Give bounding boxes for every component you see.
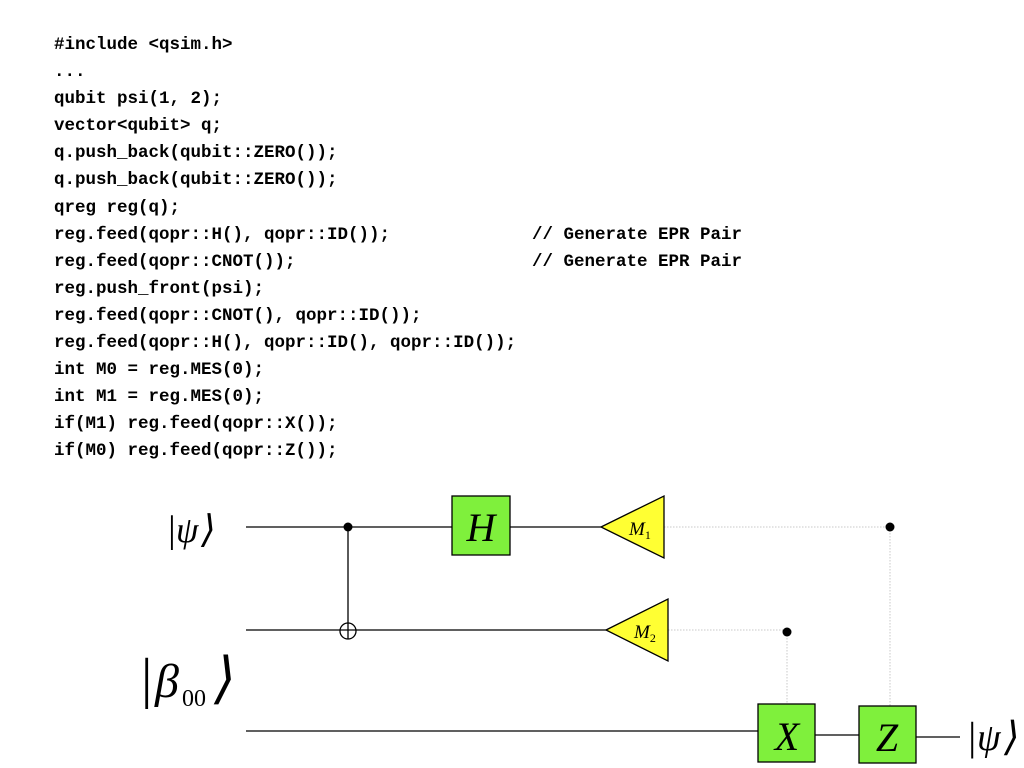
h-gate-box bbox=[451, 495, 511, 556]
meter-1-label: M1 bbox=[628, 519, 651, 542]
code-statement: if(M0) reg.feed(qopr::Z()); bbox=[54, 441, 338, 462]
output-psi-angle: ⟩ bbox=[1003, 714, 1020, 759]
code-statement: vector<qubit> q; bbox=[54, 116, 223, 137]
code-statement: q.push_back(qubit::ZERO()); bbox=[54, 170, 338, 191]
code-statement: reg.feed(qopr::H(), qopr::ID()); bbox=[54, 224, 391, 245]
classical-control-dot-x bbox=[782, 627, 792, 637]
code-statement: if(M1) reg.feed(qopr::X()); bbox=[54, 414, 338, 435]
code-comment: // Generate EPR Pair bbox=[532, 224, 743, 245]
input-beta-angle: ⟩ bbox=[213, 648, 236, 710]
cnot-control-dot bbox=[343, 522, 353, 532]
code-comment: // Generate EPR Pair bbox=[532, 251, 743, 272]
code-line: int M1 = reg.MES(0); bbox=[54, 384, 516, 411]
code-statement: qubit psi(1, 2); bbox=[54, 89, 223, 110]
x-gate-label: X bbox=[773, 714, 801, 759]
output-psi-ket: | ψ ⟩ bbox=[966, 714, 1020, 759]
input-psi-angle: ⟩ bbox=[200, 509, 216, 551]
code-line: reg.feed(qopr::H(), qopr::ID(), qopr::ID… bbox=[54, 330, 516, 357]
code-line: q.push_back(qubit::ZERO()); bbox=[54, 140, 516, 167]
code-statement: reg.feed(qopr::CNOT()); bbox=[54, 251, 296, 272]
z-gate-box bbox=[858, 705, 917, 764]
code-statement: #include <qsim.h> bbox=[54, 35, 233, 55]
code-statement: reg.push_front(psi); bbox=[54, 278, 265, 299]
code-line: reg.push_front(psi); bbox=[54, 276, 516, 303]
code-line: int M0 = reg.MES(0); bbox=[54, 357, 516, 384]
code-line: if(M1) reg.feed(qopr::X()); bbox=[54, 411, 516, 438]
code-line: ... bbox=[54, 59, 516, 86]
input-psi-symbol: ψ bbox=[176, 510, 199, 550]
code-statement: q.push_back(qubit::ZERO()); bbox=[54, 143, 338, 164]
code-line: if(M0) reg.feed(qopr::Z()); bbox=[54, 438, 516, 465]
h-gate-label: H bbox=[466, 505, 498, 550]
input-beta-subscript: 00 bbox=[182, 686, 206, 712]
code-line: qreg reg(q); bbox=[54, 195, 516, 222]
cnot-target bbox=[339, 622, 357, 640]
output-psi-bar: | bbox=[966, 714, 977, 759]
code-statement: reg.feed(qopr::H(), qopr::ID(), qopr::ID… bbox=[54, 333, 517, 354]
code-line: q.push_back(qubit::ZERO()); bbox=[54, 167, 516, 194]
code-statement: int M1 = reg.MES(0); bbox=[54, 387, 265, 408]
input-beta-bar: | bbox=[138, 648, 153, 710]
code-line: vector<qubit> q; bbox=[54, 113, 516, 140]
input-psi-ket: | ψ ⟩ bbox=[166, 509, 216, 551]
code-line: reg.feed(qopr::H(), qopr::ID()); // Gener… bbox=[54, 222, 742, 249]
meter-2-shape bbox=[604, 597, 669, 663]
code-line: #include <qsim.h> bbox=[54, 32, 516, 59]
input-beta-symbol: β bbox=[154, 655, 179, 708]
code-statement: ... bbox=[54, 62, 86, 83]
code-statement: qreg reg(q); bbox=[54, 197, 181, 218]
output-psi-symbol: ψ bbox=[977, 717, 1002, 759]
z-gate-label: Z bbox=[876, 715, 899, 760]
x-gate-box bbox=[757, 703, 816, 763]
code-statement: reg.feed(qopr::CNOT(), qopr::ID()); bbox=[54, 305, 422, 326]
classical-control-dot-z bbox=[885, 522, 895, 532]
input-beta-ket: | β 00 ⟩ bbox=[138, 648, 236, 712]
code-line: qubit psi(1, 2); bbox=[54, 86, 516, 113]
code-statement: int M0 = reg.MES(0); bbox=[54, 360, 265, 381]
input-psi-bar: | bbox=[166, 509, 176, 551]
code-line: reg.feed(qopr::CNOT()); // Generate EPR P… bbox=[54, 249, 742, 276]
meter-1-shape bbox=[599, 494, 665, 560]
code-listing: #include <qsim.h>... qubit psi(1, 2); vect… bbox=[54, 32, 742, 466]
code-line: reg.feed(qopr::CNOT(), qopr::ID()); bbox=[54, 303, 516, 330]
meter-2-label: M2 bbox=[633, 622, 656, 645]
